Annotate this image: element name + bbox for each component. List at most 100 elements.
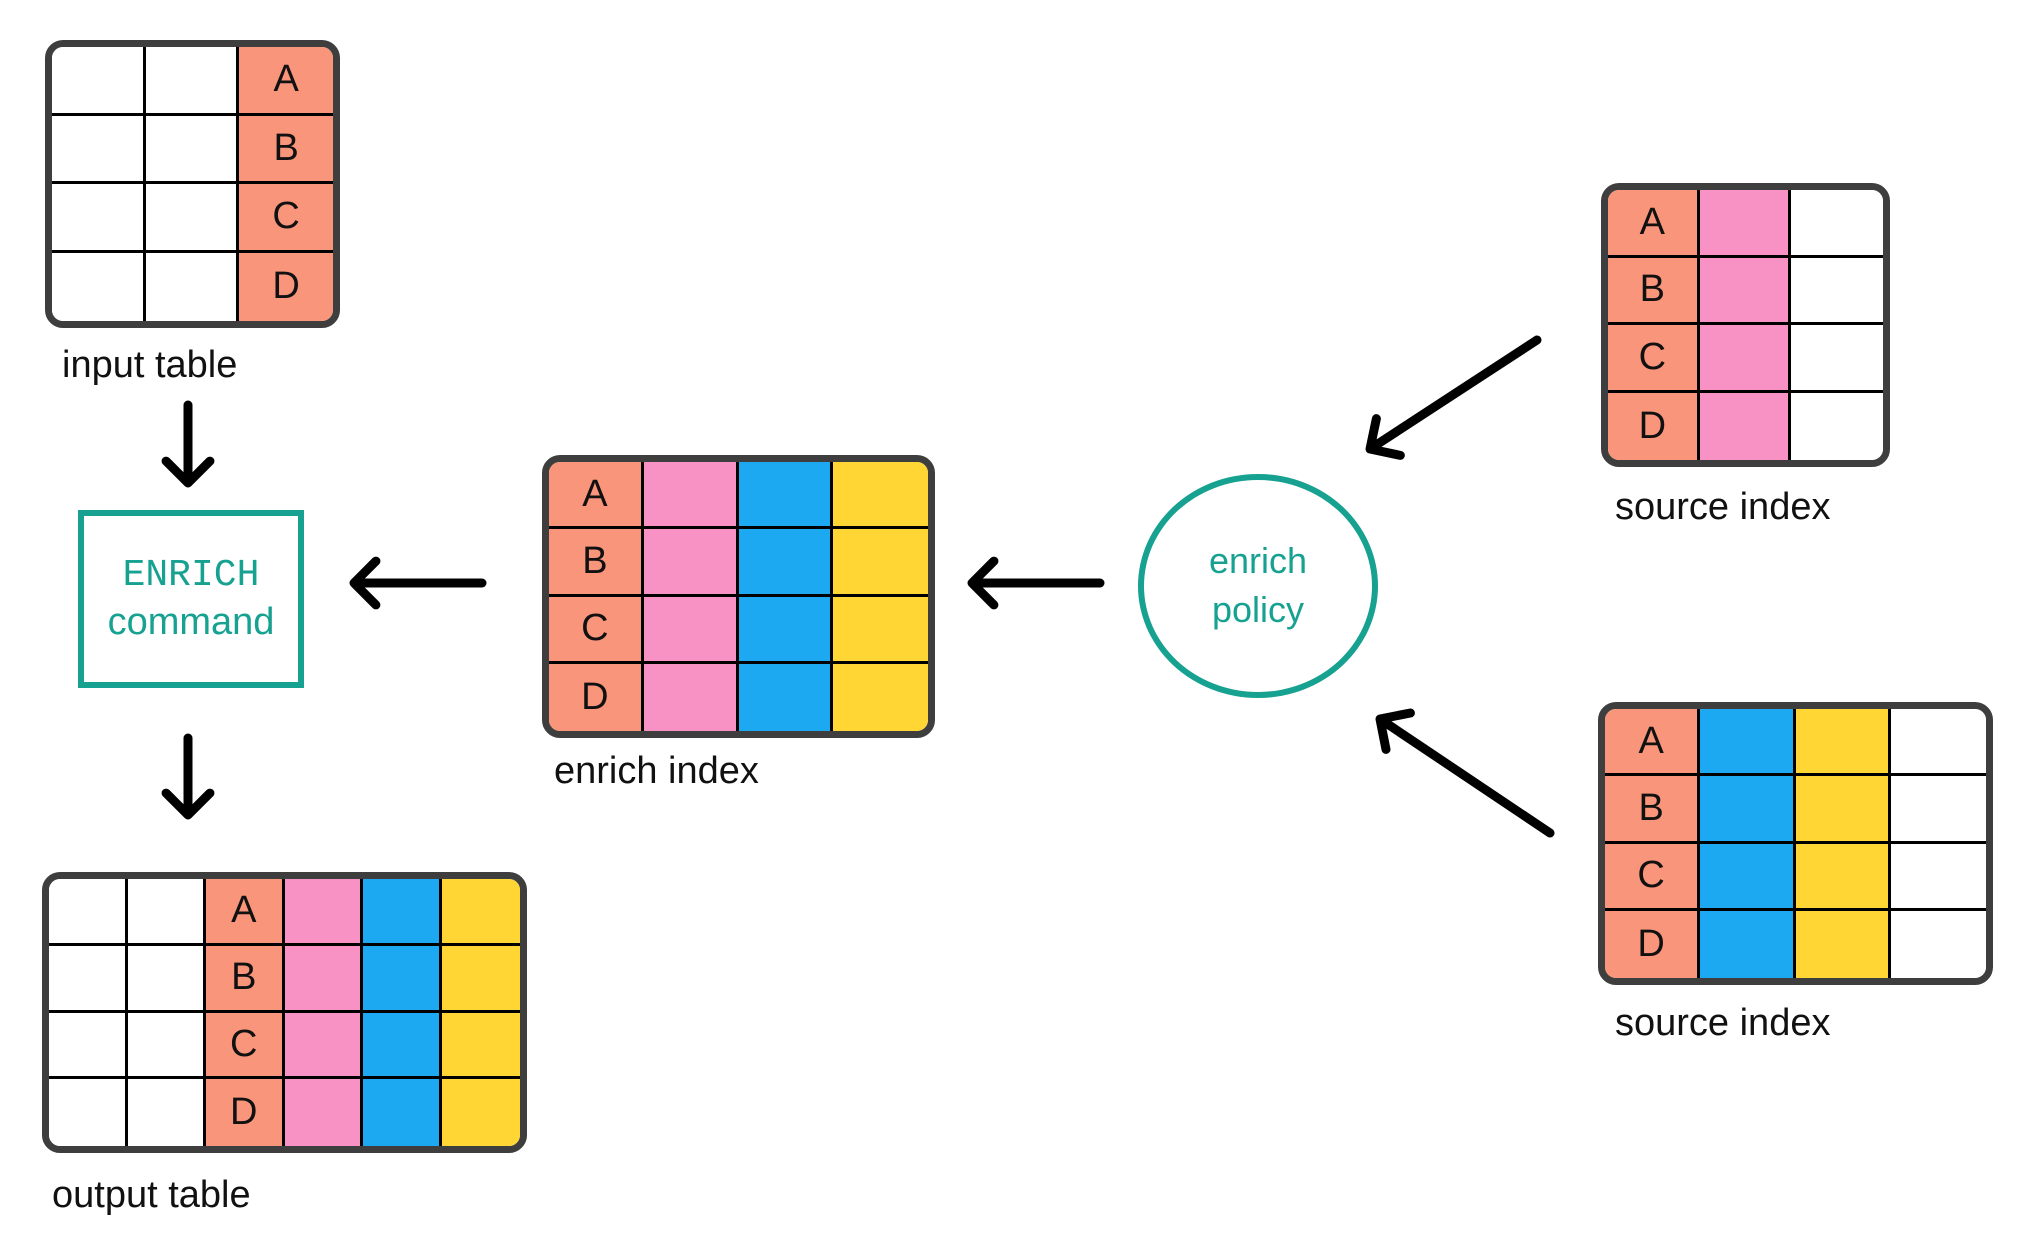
table-cell: [52, 184, 146, 253]
table-cell: [643, 596, 739, 664]
source-index-top-label: source index: [1615, 486, 1831, 528]
table-cell: [1699, 190, 1792, 258]
table-cell: D: [1605, 910, 1701, 978]
table-cell: C: [239, 184, 333, 253]
table-cell: [1700, 709, 1796, 777]
table-cell: [833, 596, 928, 664]
arrow-command-to-output: [161, 733, 215, 820]
table-cell: [284, 879, 363, 946]
table-cell: [643, 529, 739, 597]
table-cell: [52, 47, 146, 116]
table-cell: [1700, 776, 1796, 844]
table-cell: D: [1608, 392, 1700, 460]
enrich-policy-line1: enrich: [1208, 540, 1308, 582]
table-cell: [363, 1012, 442, 1080]
table-cell: [441, 1079, 520, 1146]
table-cell: [52, 252, 146, 321]
enrich-index-label: enrich index: [554, 750, 759, 792]
table-cell: [127, 1079, 206, 1146]
arrow-input-to-command: [161, 400, 215, 488]
arrow-source-top-to-policy: [1365, 335, 1542, 460]
table-cell: [1791, 392, 1883, 460]
table-cell: A: [206, 879, 285, 946]
table-cell: [1791, 257, 1883, 325]
table-cell: B: [239, 115, 333, 184]
arrow-index-to-command: [349, 556, 487, 610]
table-cell: A: [1608, 190, 1700, 258]
table-cell: [1890, 843, 1986, 911]
table-cell: [145, 184, 240, 253]
enrich-command-keyword: ENRICH: [122, 553, 260, 597]
table-cell: [127, 1012, 206, 1080]
table-cell: [643, 663, 739, 731]
table-cell: D: [206, 1079, 285, 1146]
table-cell: [833, 462, 928, 530]
table-cell: [49, 879, 128, 946]
table-cell: C: [206, 1012, 285, 1080]
table-cell: [363, 879, 442, 946]
table-cell: [833, 663, 928, 731]
table-cell: [1890, 910, 1986, 978]
table-cell: [145, 115, 240, 184]
enrich-command-node: ENRICH command: [78, 510, 304, 688]
table-cell: [1700, 843, 1796, 911]
table-cell: [1890, 776, 1986, 844]
table-cell: D: [239, 252, 333, 321]
enrich-policy-node: enrich policy: [1138, 474, 1378, 698]
table-cell: [1699, 325, 1792, 393]
table-cell: B: [1608, 257, 1700, 325]
enrich-command-word: command: [107, 601, 275, 643]
table-cell: [284, 945, 363, 1013]
arrow-source-bottom-to-policy: [1375, 708, 1555, 838]
table-cell: [127, 945, 206, 1013]
table-cell: [738, 462, 834, 530]
table-cell: [833, 529, 928, 597]
table-cell: [738, 596, 834, 664]
table-cell: [643, 462, 739, 530]
table-cell: [284, 1012, 363, 1080]
table-cell: [1795, 709, 1891, 777]
table-cell: [145, 252, 240, 321]
table-cell: [49, 945, 128, 1013]
table-cell: B: [206, 945, 285, 1013]
table-cell: [441, 1012, 520, 1080]
table-cell: D: [549, 663, 644, 731]
enrich-policy-line2: policy: [1211, 589, 1305, 630]
table-cell: [1795, 776, 1891, 844]
table-cell: [52, 115, 146, 184]
source-index-bottom-label: source index: [1615, 1002, 1831, 1044]
table-cell: [1791, 325, 1883, 393]
table-cell: [738, 663, 834, 731]
table-cell: [1795, 843, 1891, 911]
table-cell: [49, 1079, 128, 1146]
table-cell: B: [1605, 776, 1701, 844]
table-cell: [1700, 910, 1796, 978]
table-cell: [363, 945, 442, 1013]
table-cell: A: [1605, 709, 1701, 777]
input-table-label: input table: [62, 344, 238, 386]
table-cell: B: [549, 529, 644, 597]
table-cell: [1795, 910, 1891, 978]
table-cell: C: [549, 596, 644, 664]
table-cell: [145, 47, 240, 116]
table-cell: [49, 1012, 128, 1080]
table-cell: [284, 1079, 363, 1146]
table-cell: A: [549, 462, 644, 530]
table-cell: [127, 879, 206, 946]
table-cell: [1890, 709, 1986, 777]
table-cell: C: [1605, 843, 1701, 911]
table-cell: [363, 1079, 442, 1146]
output-table-label: output table: [52, 1174, 251, 1216]
table-cell: A: [239, 47, 333, 116]
table-cell: [441, 879, 520, 946]
table-cell: [1699, 392, 1792, 460]
table-cell: [441, 945, 520, 1013]
table-cell: C: [1608, 325, 1700, 393]
arrow-policy-to-index: [967, 556, 1105, 610]
